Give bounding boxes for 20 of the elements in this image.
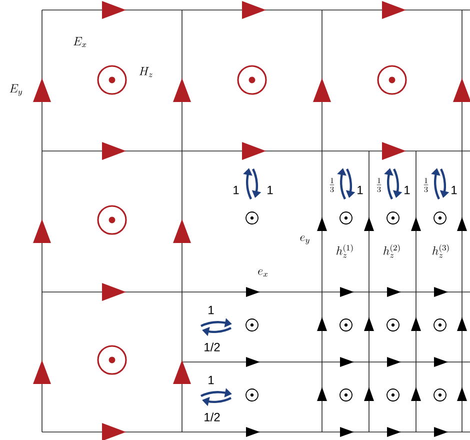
weight-label: $\frac{1}{3}$: [376, 178, 382, 192]
field-label: $h_z^{(2)}$: [384, 244, 400, 258]
field-label: $E_y$: [10, 84, 22, 96]
weight-label: 1/2: [204, 412, 220, 422]
field-label: $E_x$: [74, 37, 86, 48]
weight-label: 1: [208, 376, 214, 384]
field-label: $H_z$: [139, 67, 152, 78]
weight-label: 1: [358, 186, 363, 194]
weight-label: 1: [452, 186, 457, 194]
field-label: $h_z^{(3)}$: [432, 244, 449, 258]
field-label: $h_z^{(1)}$: [336, 244, 353, 258]
weight-label: $\frac{1}{3}$: [330, 178, 334, 192]
weight-label: 1: [208, 306, 214, 314]
weight-label: 1/2: [204, 342, 220, 352]
weight-label: $\frac{1}{3}$: [424, 178, 428, 192]
weight-label: 1: [234, 186, 239, 194]
field-label: $e_x$: [258, 269, 268, 277]
weight-label: 1: [404, 186, 410, 194]
weight-label: 1: [268, 186, 273, 194]
field-label: $e_y$: [300, 236, 310, 244]
